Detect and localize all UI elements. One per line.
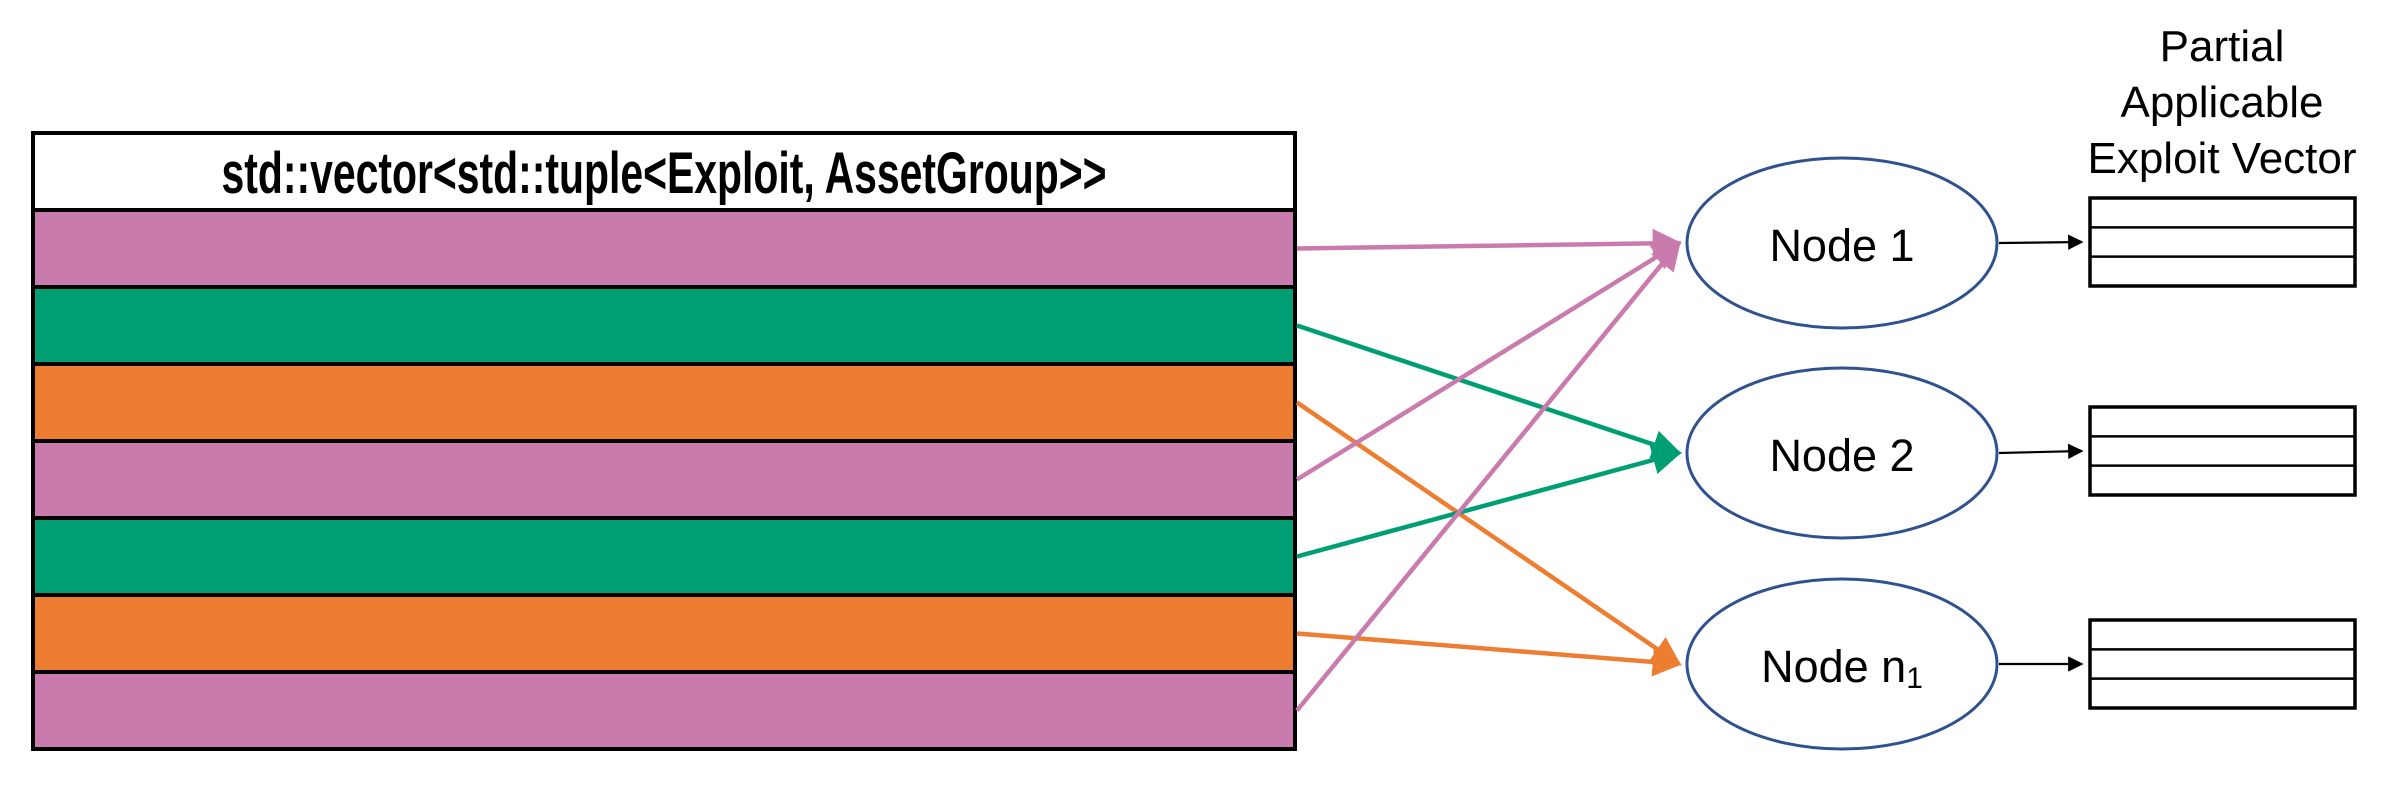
partial-vector-outline [2088,618,2357,710]
mapping-arrow-1-pink [1296,228,1682,259]
node-group: Node 1 Node 2 Node n1 [1685,156,1999,751]
mapping-arrow-2-green [1296,323,1682,459]
vector-row-3-orange [31,362,1297,443]
tuple-vector-table: std::vector<std::tuple<Exploit, AssetGro… [31,131,1297,751]
partial-vector-outline [2088,196,2357,288]
partial-vector-2 [2088,405,2357,497]
mapping-arrow-5-green [1296,445,1682,559]
node-ellipse [1685,366,1999,540]
partial-vector-title-line-2: Applicable [2120,78,2323,127]
partial-vector-3 [2088,618,2357,710]
node-1: Node 1 [1685,156,1999,330]
partial-vector-title-line-3: Exploit Vector [2087,134,2356,183]
node-to-vector-arrow-2 [1998,443,2084,460]
node-label-subscript: 1 [1906,662,1923,695]
vector-table-header-label: std::vector<std::tuple<Exploit, AssetGro… [222,141,1107,206]
partial-vector-group [1998,196,2357,710]
vector-table-header-cell [31,131,1297,212]
node-ellipse [1685,577,1999,751]
node-label: Node 2 [1769,430,1914,481]
mapping-arrows [1295,228,1682,712]
partial-vector-title-line-1: Partial [2160,22,2285,71]
mapping-arrow-7-pink [1295,240,1681,712]
node-ellipse [1685,156,1999,330]
node-label: Node n1 [1761,641,1923,695]
node-3: Node n1 [1685,577,1999,751]
vector-row-4-pink [31,439,1297,520]
node-label: Node 1 [1769,220,1914,271]
vector-row-2-green [31,285,1297,366]
vector-row-5-green [31,516,1297,597]
mapping-arrow-3-orange [1295,400,1682,666]
vector-row-1-pink [31,208,1297,289]
vector-row-7-pink [31,670,1297,751]
partial-vector-outline [2088,405,2357,497]
vector-row-6-orange [31,593,1297,674]
mapping-arrow-4-pink [1295,241,1682,482]
node-2: Node 2 [1685,366,1999,540]
mapping-arrow-6-orange [1296,631,1682,677]
node-to-vector-arrow-1 [1998,234,2084,250]
partial-vector-1 [2088,196,2357,288]
